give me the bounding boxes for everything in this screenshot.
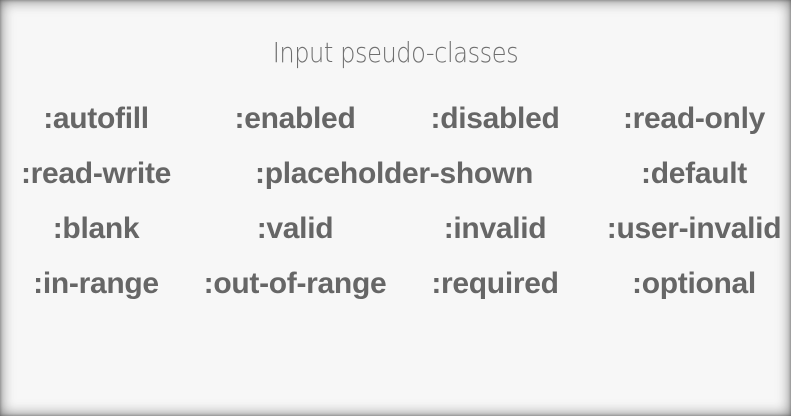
pseudo-class-item: :in-range — [33, 267, 159, 300]
pseudo-class-item: :invalid — [443, 212, 547, 245]
pseudo-class-item: :enabled — [234, 102, 356, 135]
pseudo-class-item: :optional — [632, 267, 756, 300]
slide-title: Input pseudo-classes — [272, 36, 519, 69]
pseudo-class-item: :valid — [256, 212, 334, 245]
pseudo-class-item: :placeholder-shown — [255, 157, 533, 190]
pseudo-class-item: :disabled — [430, 102, 560, 135]
pseudo-class-item: :read-write — [20, 157, 172, 190]
pseudo-class-item: :read-only — [622, 102, 766, 135]
pseudo-class-item: :autofill — [43, 102, 149, 135]
pseudo-class-item: :required — [431, 267, 559, 300]
pseudo-class-item: :blank — [52, 212, 140, 245]
pseudo-class-item: :user-invalid — [606, 212, 782, 245]
pseudo-class-item: :out-of-range — [203, 267, 387, 300]
pseudo-class-item: :default — [641, 157, 747, 190]
